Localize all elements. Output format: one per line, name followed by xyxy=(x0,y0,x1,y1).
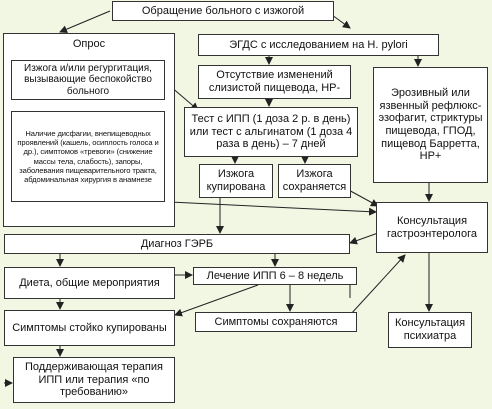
node-maintenance: Поддерживающая терапия ИПП или терапия «… xyxy=(13,357,175,403)
node-consult-psych: Консультация психиатра xyxy=(388,312,472,348)
node-erosive-text: Эрозивный или язвенный рефлюкс-эзофагит,… xyxy=(378,87,483,163)
node-persists-text: Изжога сохраняется xyxy=(282,168,347,193)
node-persists: Изжога сохраняется xyxy=(278,164,351,198)
node-egds: ЭГДС с исследованием на H. pylori xyxy=(198,34,439,56)
node-ppi-test: Тест с ИПП (1 доза 2 р. в день) или тест… xyxy=(184,107,358,157)
node-start-text: Обращение больного с изжогой xyxy=(141,4,305,17)
node-diet: Диета, общие мероприятия xyxy=(4,267,175,299)
node-diet-text: Диета, общие мероприятия xyxy=(19,276,160,289)
node-sym-persist: Симптомы сохраняются xyxy=(195,312,357,332)
node-heartburn: Изжога и/или регургитация, вызывающие бе… xyxy=(11,60,165,100)
arrow-treatment-to-stable xyxy=(174,284,259,317)
node-diagnosis-text: Диагноз ГЭРБ xyxy=(140,237,214,250)
node-erosive: Эрозивный или язвенный рефлюкс-эзофагит,… xyxy=(373,67,488,183)
arrow-sym-persist-to-gastro xyxy=(349,254,406,316)
node-stable-text: Симптомы стойко купированы xyxy=(12,321,167,334)
node-treatment: Лечение ИПП 6 – 8 недель xyxy=(193,267,357,285)
node-sym-persist-text: Симптомы сохраняются xyxy=(214,315,338,328)
node-consult-psych-text: Консультация психиатра xyxy=(394,317,466,342)
node-survey-text: Опрос xyxy=(72,38,106,50)
arrow-gastro-to-diagnosis xyxy=(349,232,379,245)
node-no-changes: Отсутствие изменений слизистой пищевода,… xyxy=(198,65,351,99)
node-treatment-text: Лечение ИПП 6 – 8 недель xyxy=(206,269,344,282)
arrow-alarm-to-gastro xyxy=(169,201,377,216)
node-maintenance-text: Поддерживающая терапия ИПП или терапия «… xyxy=(25,361,163,399)
arrow-start-to-survey xyxy=(59,10,111,33)
node-consult-gastro: Консультация гастроэнтеролога xyxy=(376,202,488,253)
node-consult-gastro-text: Консультация гастроэнтеролога xyxy=(387,214,477,240)
node-alarm-symptoms-text: Наличие дисфагии, внепищеводных проявлен… xyxy=(17,129,159,184)
node-relieved-text: Изжога купирована xyxy=(206,168,266,193)
node-stable: Симптомы стойко купированы xyxy=(4,310,175,346)
node-start: Обращение больного с изжогой xyxy=(112,1,334,21)
node-diagnosis: Диагноз ГЭРБ xyxy=(4,234,350,254)
node-no-changes-text: Отсутствие изменений слизистой пищевода,… xyxy=(208,69,341,94)
node-egds-text: ЭГДС с исследованием на H. pylori xyxy=(229,38,408,51)
node-ppi-test-text: Тест с ИПП (1 доза 2 р. в день) или тест… xyxy=(189,113,353,151)
node-relieved: Изжога купирована xyxy=(199,164,273,198)
arrow-start-to-egds xyxy=(331,14,351,29)
node-heartburn-text: Изжога и/или регургитация, вызывающие бе… xyxy=(24,62,152,97)
node-alarm-symptoms: Наличие дисфагии, внепищеводных проявлен… xyxy=(11,111,165,202)
